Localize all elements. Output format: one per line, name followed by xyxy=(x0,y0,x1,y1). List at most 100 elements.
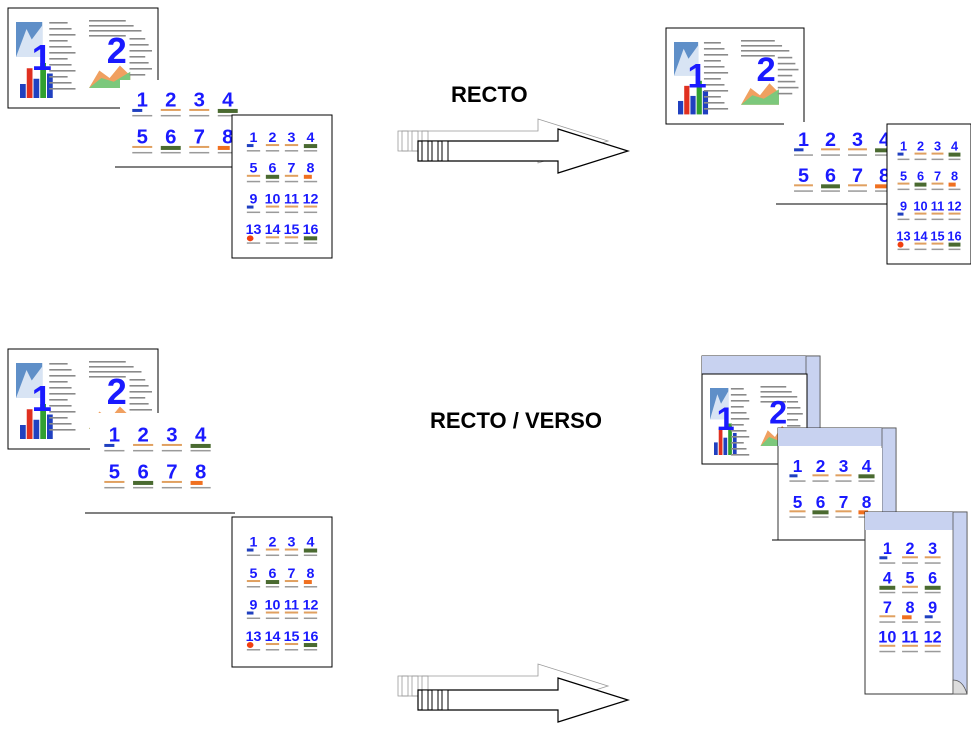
page-number: 5 xyxy=(905,570,914,588)
page-number: 12 xyxy=(947,199,961,214)
page-number: 3 xyxy=(928,540,937,558)
page-number: 4 xyxy=(862,456,872,476)
page-number: 12 xyxy=(924,629,942,647)
page-number: 9 xyxy=(900,199,907,214)
page-number: 7 xyxy=(883,599,892,617)
recto-label: RECTO xyxy=(451,82,528,107)
curled-sheet xyxy=(864,511,968,695)
page-number: 1 xyxy=(32,378,52,419)
page-number: 9 xyxy=(250,597,258,613)
arrow-right-icon xyxy=(397,118,631,174)
page-number: 7 xyxy=(288,566,296,582)
page-number: 5 xyxy=(137,126,148,148)
page-number: 10 xyxy=(878,629,896,647)
page-number: 8 xyxy=(905,599,914,617)
page-number: 10 xyxy=(265,597,281,613)
page-number: 6 xyxy=(928,570,937,588)
page-number: 6 xyxy=(269,566,277,582)
double-arrow-right-icon xyxy=(397,663,631,723)
page-number: 15 xyxy=(284,629,300,645)
page-number: 2 xyxy=(107,30,127,71)
page-number: 5 xyxy=(250,566,258,582)
page-number: 14 xyxy=(265,629,281,645)
page-number: 2 xyxy=(269,130,277,146)
page-number: 4 xyxy=(222,89,234,111)
page-number: 11 xyxy=(284,597,299,613)
page-number: 14 xyxy=(913,229,928,244)
page-number: 5 xyxy=(109,461,120,483)
page-number: 1 xyxy=(109,424,120,446)
page-number: 4 xyxy=(883,570,892,588)
page-number: 3 xyxy=(288,534,296,550)
page-number: 11 xyxy=(901,629,918,647)
page-number: 8 xyxy=(195,461,206,483)
page-number: 8 xyxy=(862,492,872,512)
page-number: 2 xyxy=(825,129,836,151)
recto-verso-arrow xyxy=(396,660,631,730)
page-number: 8 xyxy=(879,165,890,187)
page-number: 4 xyxy=(307,130,315,146)
page-number: 10 xyxy=(265,191,281,207)
page-number: 9 xyxy=(250,191,258,207)
page-number: 11 xyxy=(931,199,944,214)
page-number: 13 xyxy=(896,229,910,244)
page-number: 2 xyxy=(917,139,924,154)
page-number: 7 xyxy=(166,461,177,483)
page-number: 16 xyxy=(303,629,319,645)
page-number: 11 xyxy=(284,191,299,207)
page-number: 3 xyxy=(194,89,205,111)
page-number: 2 xyxy=(756,51,775,89)
page-number: 10 xyxy=(913,199,927,214)
page-number: 16 xyxy=(303,222,319,238)
page-number: 6 xyxy=(137,461,148,483)
page-number: 7 xyxy=(839,492,849,512)
arrow-shape xyxy=(417,128,631,174)
page-number: 1 xyxy=(687,58,706,96)
page-number: 4 xyxy=(307,534,315,550)
page-number: 5 xyxy=(250,161,258,177)
page-number: 1 xyxy=(793,456,803,476)
page-number: 7 xyxy=(288,161,296,177)
page-number: 8 xyxy=(222,126,233,148)
page-number: 3 xyxy=(934,139,941,154)
page-number: 5 xyxy=(900,169,907,184)
page-number: 15 xyxy=(930,229,944,244)
page-number: 2 xyxy=(816,456,826,476)
page-number: 7 xyxy=(194,126,205,148)
page-number: 1 xyxy=(883,540,892,558)
page-number: 2 xyxy=(107,371,127,412)
page-number: 1 xyxy=(32,37,52,78)
page-number: 1 xyxy=(250,130,258,146)
page-number: 6 xyxy=(269,161,277,177)
page-number: 1 xyxy=(137,89,148,111)
page-number: 4 xyxy=(195,424,207,446)
page-number: 7 xyxy=(934,169,941,184)
page-number: 12 xyxy=(303,597,319,613)
page-number: 2 xyxy=(137,424,148,446)
page-number: 6 xyxy=(917,169,924,184)
page-number: 12 xyxy=(303,191,319,207)
arrow-shape xyxy=(417,677,631,723)
page-number: 3 xyxy=(839,456,849,476)
page-number: 1 xyxy=(798,129,809,151)
page-number: 4 xyxy=(879,129,890,151)
recto-verso-label: RECTO / VERSO xyxy=(430,408,602,433)
page-number: 2 xyxy=(269,534,277,550)
page-number: 5 xyxy=(793,492,803,512)
page-number: 13 xyxy=(246,222,262,238)
page-number: 2 xyxy=(165,89,176,111)
